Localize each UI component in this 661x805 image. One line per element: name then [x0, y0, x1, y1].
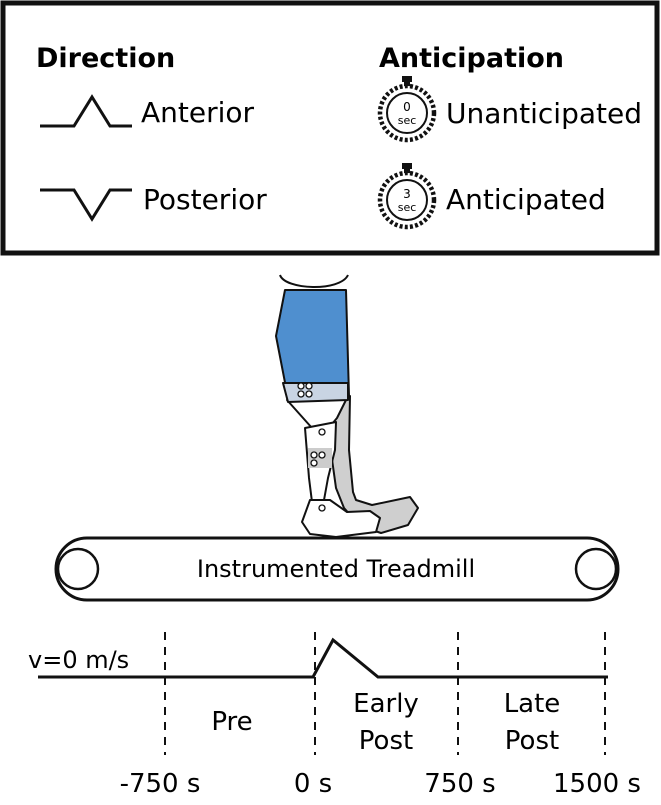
stopwatch-unit: sec [398, 114, 417, 127]
walking-legs-icon [275, 274, 419, 538]
stopwatch-icon: 0 sec [377, 76, 437, 143]
timeline: v=0 m/s Pre Early Post Late Post -750 s … [28, 632, 641, 799]
phase-early-line2: Post [359, 726, 413, 756]
velocity-label: v=0 m/s [28, 646, 129, 674]
tick-label-minus-750: -750 s [120, 769, 201, 799]
legend-anticipation-title: Anticipation [379, 43, 564, 74]
treadmill-roller-right [574, 547, 618, 591]
posterior-pulse-icon [40, 188, 132, 222]
phase-late-line1: Late [504, 689, 561, 719]
shorts [275, 289, 350, 399]
stopwatch-value: 0 [403, 100, 411, 114]
stopwatch-unit: sec [398, 201, 417, 214]
phase-late-line2: Post [505, 726, 559, 756]
tick-label-1500: 1500 s [553, 769, 641, 799]
legend-box: Direction Anterior Posterior Anticipatio… [0, 0, 660, 256]
legend-posterior-label: Posterior [143, 183, 267, 216]
legend-anterior-label: Anterior [141, 96, 255, 129]
phase-dividers [164, 632, 606, 755]
stopwatch-value: 3 [403, 187, 411, 201]
treadmill-label: Instrumented Treadmill [197, 555, 475, 583]
legend-anticipated-label: Anticipated [446, 183, 606, 216]
legend-unanticipated-label: Unanticipated [446, 97, 642, 130]
torso [279, 274, 349, 288]
reflective-markers [297, 382, 326, 512]
tick-label-750: 750 s [424, 769, 495, 799]
treadmill-roller-left [56, 547, 100, 591]
phase-pre: Pre [211, 707, 252, 737]
anterior-pulse-icon [40, 94, 132, 128]
stopwatch-icon: 3 sec [377, 163, 437, 230]
shorts-band [282, 382, 349, 403]
velocity-trace [38, 637, 608, 679]
phase-early-line1: Early [353, 689, 419, 719]
tick-label-0: 0 s [294, 769, 332, 799]
treadmill: Instrumented Treadmill [54, 536, 620, 602]
back-leg [317, 395, 419, 534]
legend-direction-title: Direction [36, 43, 175, 74]
